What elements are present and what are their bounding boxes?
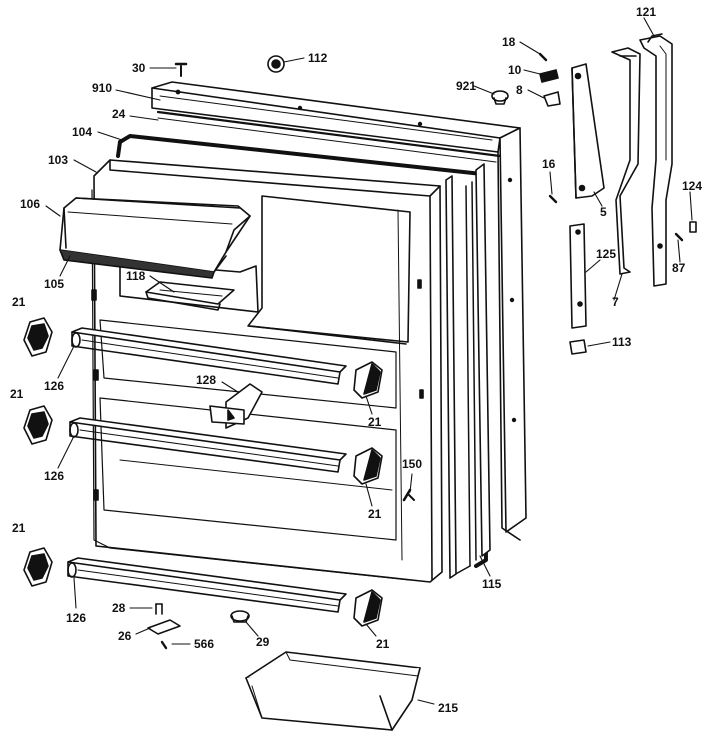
label-87: 87	[672, 261, 686, 275]
outer-door-panel	[151, 81, 527, 541]
plug-921	[491, 90, 509, 105]
label-21-f: 21	[376, 637, 390, 651]
leader-lines	[45, 17, 693, 705]
screw-566	[160, 640, 168, 650]
label-112: 112	[308, 51, 328, 65]
side-strip	[445, 163, 491, 579]
end-cap-right-1	[353, 361, 383, 399]
end-cap-left-1	[23, 317, 53, 357]
label-28: 28	[112, 601, 126, 615]
label-566: 566	[194, 637, 214, 651]
screw-150	[402, 488, 415, 502]
label-24: 24	[112, 107, 126, 121]
label-126-c: 126	[66, 611, 86, 625]
part-28	[155, 603, 163, 615]
screw-30	[174, 62, 188, 77]
shelf-bar-bottom	[67, 557, 347, 613]
handle-121	[639, 33, 673, 287]
label-124: 124	[682, 179, 702, 193]
label-125: 125	[596, 247, 616, 261]
end-cap-right-3	[353, 589, 383, 627]
part-124	[689, 221, 697, 233]
hinge-bracket-5	[571, 63, 605, 199]
label-104: 104	[72, 125, 92, 139]
label-115: 115	[482, 577, 502, 591]
label-126-b: 126	[44, 469, 64, 483]
label-16: 16	[542, 157, 556, 171]
label-21-c: 21	[12, 521, 26, 535]
butter-compartment	[59, 197, 251, 279]
label-10: 10	[508, 63, 522, 77]
retainer-clip	[209, 383, 263, 429]
label-21-e: 21	[368, 507, 382, 521]
plug-112	[267, 55, 285, 73]
label-7: 7	[612, 295, 619, 309]
label-106: 106	[20, 197, 40, 211]
label-21-b: 21	[10, 387, 24, 401]
label-5: 5	[600, 205, 607, 219]
label-18: 18	[502, 35, 516, 49]
part-8	[543, 91, 561, 107]
trim-125	[569, 223, 587, 329]
label-21-d: 21	[368, 415, 382, 429]
label-8: 8	[516, 83, 523, 97]
end-cap-left-2	[23, 405, 53, 445]
label-21-a: 21	[12, 295, 26, 309]
label-103: 103	[48, 153, 68, 167]
part-113	[569, 339, 587, 355]
label-105: 105	[44, 277, 64, 291]
end-cap-right-2	[353, 447, 383, 485]
handle-7	[611, 47, 641, 275]
part-10	[539, 69, 559, 83]
part-labels: 30 112 910 24 104 103 106 105 118 21 126…	[10, 5, 702, 715]
plate-26	[147, 619, 181, 635]
label-113: 113	[612, 335, 632, 349]
label-128: 128	[196, 373, 216, 387]
screw-18	[538, 52, 548, 62]
label-910: 910	[92, 81, 112, 95]
label-126-a: 126	[44, 379, 64, 393]
label-215: 215	[438, 701, 458, 715]
door-bin	[245, 651, 421, 731]
screw-16	[548, 194, 558, 204]
breaker-strip	[156, 110, 502, 163]
plug-29	[230, 610, 250, 623]
label-26: 26	[118, 629, 132, 643]
shelf-bar-middle	[69, 417, 347, 473]
label-30: 30	[132, 61, 146, 75]
end-cap-left-3	[23, 547, 53, 587]
label-121: 121	[636, 5, 656, 19]
label-29: 29	[256, 635, 270, 649]
screw-87	[674, 232, 684, 242]
label-921: 921	[456, 79, 476, 93]
label-118: 118	[126, 269, 146, 283]
shelf-bar-top	[71, 327, 347, 385]
label-150: 150	[402, 457, 422, 471]
